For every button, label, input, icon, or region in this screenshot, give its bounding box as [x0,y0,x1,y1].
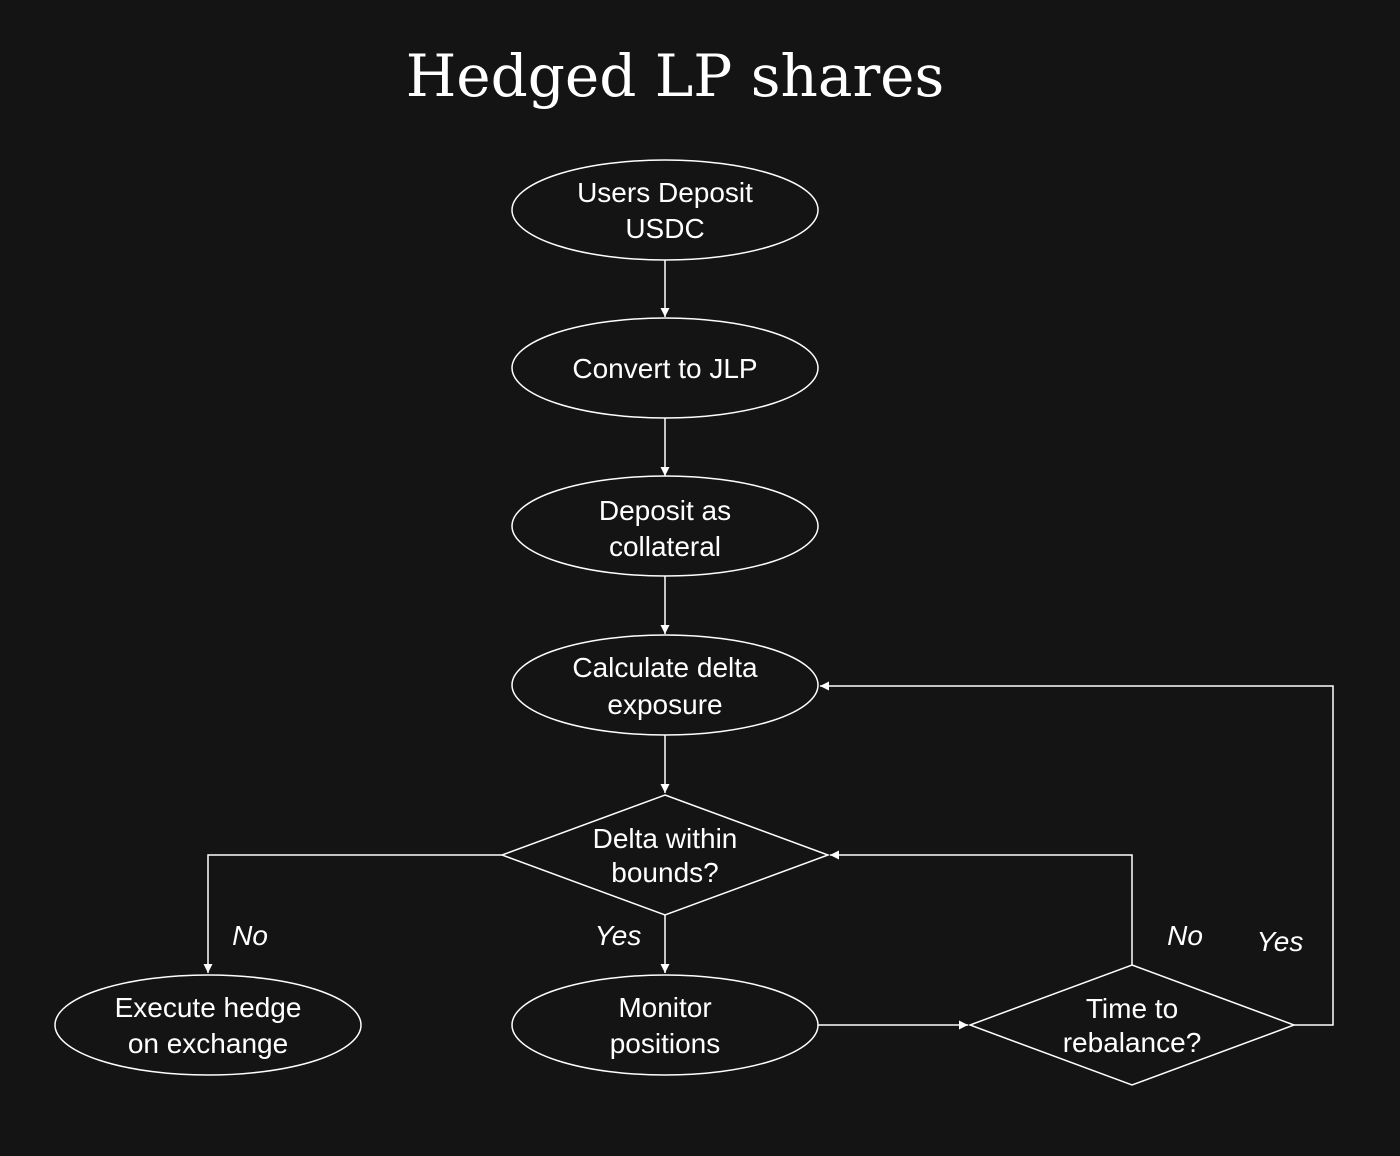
node-calc-delta-label-2: exposure [607,689,722,720]
node-monitor: Monitor positions [511,974,819,1076]
node-deposit-collateral-shape [511,475,819,577]
node-execute-hedge-shape [54,974,362,1076]
node-deposit-usdc-label-1: Users Deposit [577,177,753,208]
node-delta-bounds-label-2: bounds? [611,857,718,888]
node-convert-jlp-label: Convert to JLP [572,353,757,384]
node-delta-bounds: Delta within bounds? [499,794,831,916]
diagram-title: Hedged LP shares [406,42,945,110]
node-deposit-collateral: Deposit as collateral [511,475,819,577]
node-rebalance-label-2: rebalance? [1063,1027,1202,1058]
node-deposit-usdc: Users Deposit USDC [511,159,819,261]
node-deposit-collateral-label-1: Deposit as [599,495,731,526]
node-rebalance-shape [967,964,1297,1086]
node-rebalance-label-1: Time to [1086,993,1178,1024]
node-delta-bounds-shape [499,794,831,916]
node-calc-delta: Calculate delta exposure [511,634,819,736]
node-convert-jlp-shape [511,317,819,419]
node-deposit-usdc-label-2: USDC [625,213,704,244]
edge-bounds-no-to-hedge [203,854,502,973]
edge-rebalance-no-to-bounds [830,850,1133,965]
edge-label-rebalance-yes: Yes [1257,926,1304,957]
node-deposit-usdc-shape [511,159,819,261]
edge-label-bounds-yes: Yes [595,920,642,951]
node-monitor-label-1: Monitor [618,992,711,1023]
node-deposit-collateral-label-2: collateral [609,531,721,562]
node-calc-delta-label-1: Calculate delta [572,652,758,683]
node-monitor-shape [511,974,819,1076]
edge-rebalance-yes-to-calc [820,681,1334,1026]
node-delta-bounds-label-1: Delta within [593,823,738,854]
edge-label-rebalance-no: No [1167,920,1203,951]
node-monitor-label-2: positions [610,1028,721,1059]
edges [203,260,1334,1030]
node-execute-hedge-label-2: on exchange [128,1028,288,1059]
node-execute-hedge-label-1: Execute hedge [115,992,302,1023]
edge-label-bounds-no: No [232,920,268,951]
node-rebalance: Time to rebalance? [967,964,1297,1086]
node-convert-jlp: Convert to JLP [511,317,819,419]
node-calc-delta-shape [511,634,819,736]
node-execute-hedge: Execute hedge on exchange [54,974,362,1076]
